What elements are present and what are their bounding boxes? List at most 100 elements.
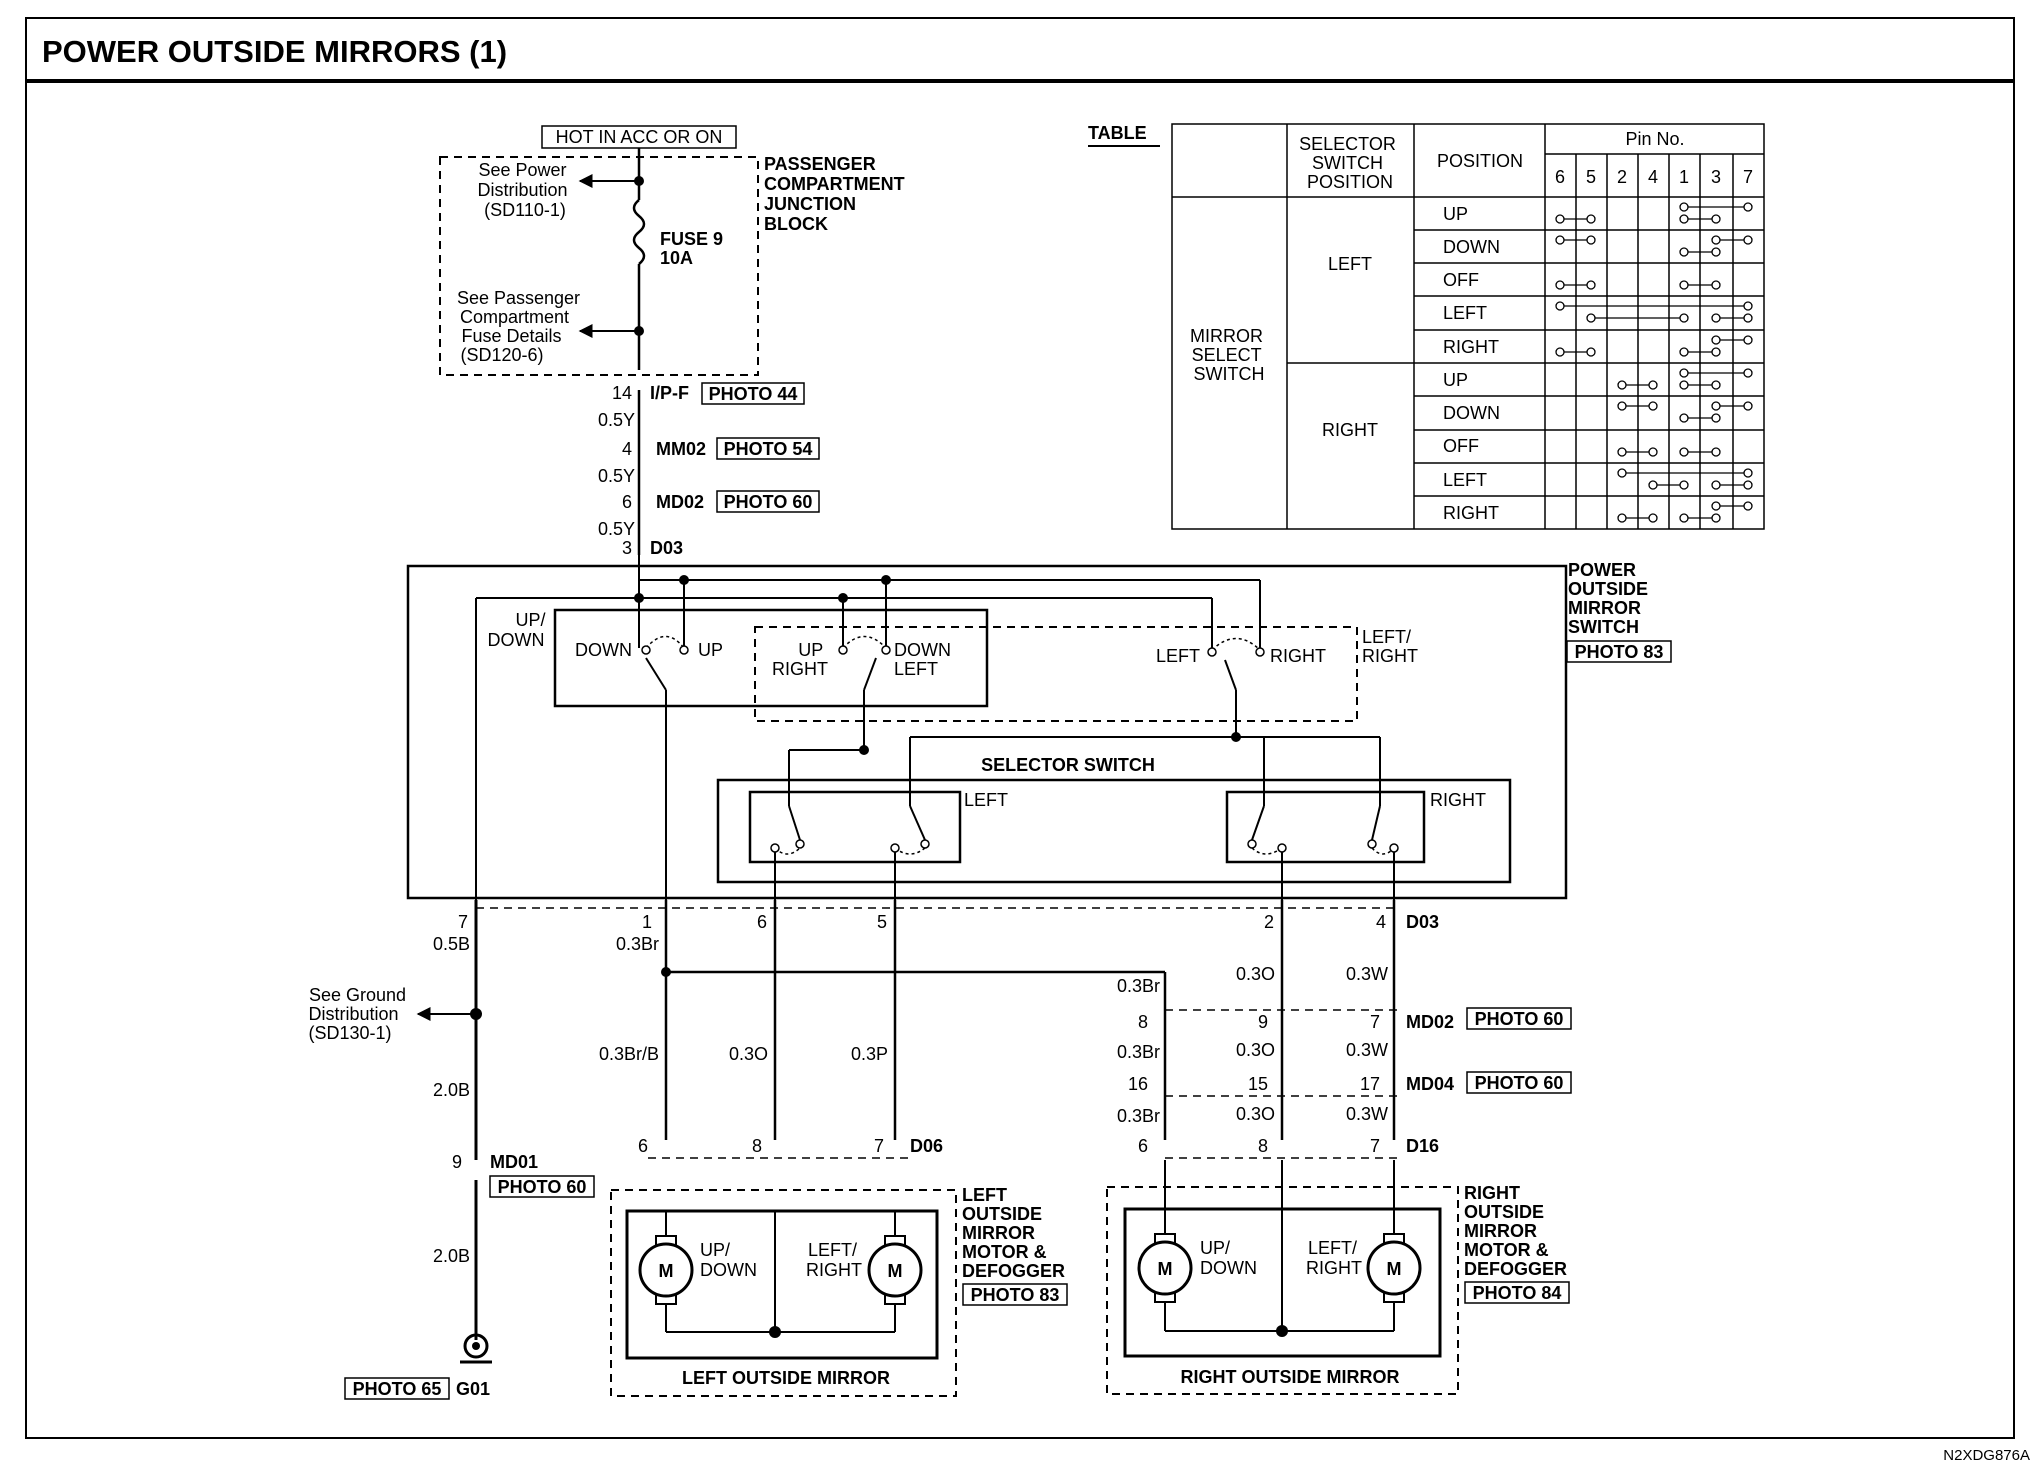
mirror-switch-photo: PHOTO 83 <box>1575 642 1664 662</box>
switch-pin-1: 1 <box>642 912 652 932</box>
pin-contact <box>1711 313 1721 323</box>
pin-contact <box>1711 235 1721 245</box>
right-mirror-photo-box <box>1464 1281 1570 1304</box>
right-br-wire-label-2: 0.3Br <box>1117 1042 1160 1062</box>
d03-top-pin: 3 <box>622 538 632 558</box>
pin-contact <box>1711 501 1721 511</box>
md04-photo-box <box>1466 1071 1572 1094</box>
table-pin-1: 1 <box>1679 167 1689 187</box>
down-left-label: DOWN LEFT <box>894 640 956 679</box>
right-w-wire-label-1: 0.3W <box>1346 964 1388 984</box>
right-leftright-motor-label: M <box>1387 1259 1402 1279</box>
pin-contact <box>1648 380 1658 390</box>
document-code: N2XDG876A <box>1943 1447 2030 1464</box>
md04-pin-16: 16 <box>1128 1074 1148 1094</box>
pin-contact <box>1648 480 1658 490</box>
d16-pin-8: 8 <box>1258 1136 1268 1156</box>
switch-contact-points <box>641 645 1399 853</box>
pin-contact <box>1679 247 1689 257</box>
pin-contact <box>1743 501 1753 511</box>
right-w-wire-label-2: 0.3W <box>1346 1040 1388 1060</box>
md02-top-name: MD02 <box>656 492 704 512</box>
table-row-header: MIRROR SELECT SWITCH <box>1190 326 1268 384</box>
page-frame <box>25 17 2015 1439</box>
d16-name: D16 <box>1406 1136 1439 1156</box>
md01-photo: PHOTO 60 <box>498 1177 587 1197</box>
pin-contact <box>1679 280 1689 290</box>
md02-top-pin: 6 <box>622 492 632 512</box>
pin-contact <box>1711 480 1721 490</box>
right-leftright-text: LEFT/ RIGHT <box>1306 1238 1362 1278</box>
pin-contact <box>1555 280 1565 290</box>
pin-contact <box>1711 380 1721 390</box>
ipf-pin: 14 <box>612 383 632 403</box>
switch-internal-wiring <box>475 555 1395 900</box>
pin-contact <box>1743 235 1753 245</box>
switch-pin-7: 7 <box>458 912 468 932</box>
md01-name: MD01 <box>490 1152 538 1172</box>
table-col-pin: Pin No. <box>1625 129 1684 149</box>
ground-symbol <box>460 1333 492 1364</box>
table-pos-left-up: UP <box>1443 204 1468 224</box>
pin-contact <box>1586 347 1596 357</box>
table-pos-left-off: OFF <box>1443 270 1479 290</box>
right-o-wire-label-3: 0.3O <box>1236 1104 1275 1124</box>
pin-contact <box>1743 480 1753 490</box>
pin-contact <box>1586 280 1596 290</box>
br-wire-label: 0.3Br <box>616 934 659 954</box>
right-updown-text: UP/ DOWN <box>1200 1238 1257 1278</box>
fuse-label: FUSE 9 10A <box>660 229 728 268</box>
md04-pin-15: 15 <box>1248 1074 1268 1094</box>
ground-ref-text: See Ground Distribution (SD130-1) <box>308 985 411 1043</box>
md02-right-pin-8: 8 <box>1138 1012 1148 1032</box>
left-updown-motor-label: M <box>659 1261 674 1281</box>
table-pos-left-left: LEFT <box>1443 303 1487 323</box>
table-col-selector: SELECTOR SWITCH POSITION <box>1299 134 1401 192</box>
pin-contact <box>1711 513 1721 523</box>
table-label: TABLE <box>1088 123 1147 143</box>
pin-contact <box>1555 301 1565 311</box>
table-pin-connections <box>1555 202 1753 523</box>
left-leftright-motor <box>867 1235 923 1305</box>
switch-pin-5: 5 <box>877 912 887 932</box>
table-pin-6: 6 <box>1555 167 1565 187</box>
selector-right-box <box>1225 790 1426 864</box>
table-pos-right-right: RIGHT <box>1443 503 1499 523</box>
md02-right-photo-box <box>1466 1007 1572 1030</box>
switch-pin-2: 2 <box>1264 912 1274 932</box>
d16-pin-6: 6 <box>1138 1136 1148 1156</box>
switch-table <box>1171 123 1765 530</box>
table-pos-left-right: RIGHT <box>1443 337 1499 357</box>
updown-label: UP/ DOWN <box>488 610 551 650</box>
left-updown-text: UP/ DOWN <box>700 1240 757 1280</box>
ipf-name: I/P-F <box>650 383 689 403</box>
pin-contact <box>1586 214 1596 224</box>
junction-block-label: PASSENGER COMPARTMENT JUNCTION BLOCK <box>764 154 910 234</box>
md04-name: MD04 <box>1406 1074 1454 1094</box>
d06-pin-7: 7 <box>874 1136 884 1156</box>
mirror-switch-label: POWER OUTSIDE MIRROR SWITCH <box>1568 560 1653 637</box>
right-br-wire-label-1: 0.3Br <box>1117 976 1160 996</box>
selector-left-box <box>748 790 962 864</box>
pin-contact <box>1555 214 1565 224</box>
left-updown-motor <box>638 1235 694 1305</box>
d03-bottom-name: D03 <box>1406 912 1439 932</box>
right-mirror-junction <box>1276 1325 1288 1337</box>
md02-right-pin-7: 7 <box>1370 1012 1380 1032</box>
pin-contact <box>1743 468 1753 478</box>
selector-switch-label: SELECTOR SWITCH <box>981 755 1155 775</box>
pin-contact <box>1679 413 1689 423</box>
mm02-pin: 4 <box>622 439 632 459</box>
right-br-wire-label-3: 0.3Br <box>1117 1106 1160 1126</box>
table-selector-right: RIGHT <box>1322 420 1378 440</box>
switch-contact-arcs <box>645 635 1395 855</box>
pin-contact <box>1711 347 1721 357</box>
pin-contact <box>1648 401 1658 411</box>
md01-photo-box <box>489 1175 595 1198</box>
br-junction <box>661 967 671 977</box>
d06-name: D06 <box>910 1136 943 1156</box>
table-pos-right-up: UP <box>1443 370 1468 390</box>
pin-contact <box>1679 214 1689 224</box>
g01-name: G01 <box>456 1379 490 1399</box>
